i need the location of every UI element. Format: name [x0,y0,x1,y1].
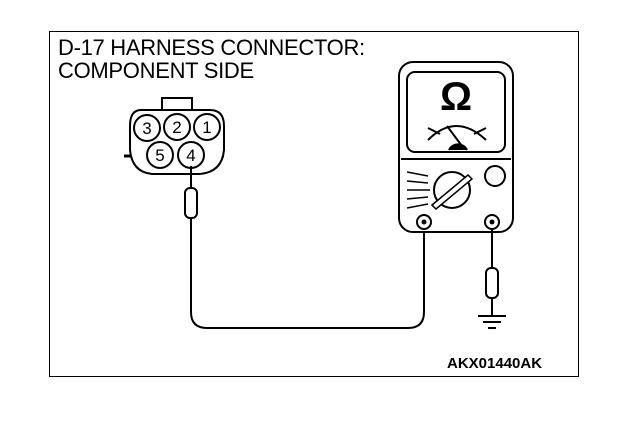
test-lead-negative [485,229,499,316]
needle-pivot [448,143,468,151]
harness-connector [124,97,225,175]
knob-pointer [430,173,474,211]
pin-label-3: 3 [142,119,151,138]
pin-label-5: 5 [155,146,164,165]
title-line-1: D-17 HARNESS CONNECTOR: [58,35,365,60]
meter-scale [427,125,487,141]
pin-label-2: 2 [172,118,181,137]
connector-latch [161,97,193,111]
range-markings [406,171,430,209]
scale-tick-right [473,127,487,135]
pin-label-4: 4 [186,146,195,165]
pin-5 [146,141,174,169]
negative-probe-handle [485,267,499,299]
ohmmeter [398,61,514,233]
probe-handle [184,187,198,219]
ground-icon [478,315,506,329]
ohm-symbol: Ω [440,75,472,119]
pin-1 [193,113,221,141]
meter-needle [446,125,463,147]
diagram-title: D-17 HARNESS CONNECTOR: COMPONENT SIDE [58,36,365,82]
meter-display [406,71,506,153]
pin-3 [133,114,161,142]
lead-wire [190,218,425,329]
pin-2 [163,113,191,141]
pin-label-1: 1 [202,118,211,137]
title-line-2: COMPONENT SIDE [58,58,254,83]
zero-adjust-knob [484,165,506,187]
scale-tick-left [427,127,441,135]
test-lead-positive [184,166,425,329]
figure-code: AKX01440AK [447,355,543,372]
